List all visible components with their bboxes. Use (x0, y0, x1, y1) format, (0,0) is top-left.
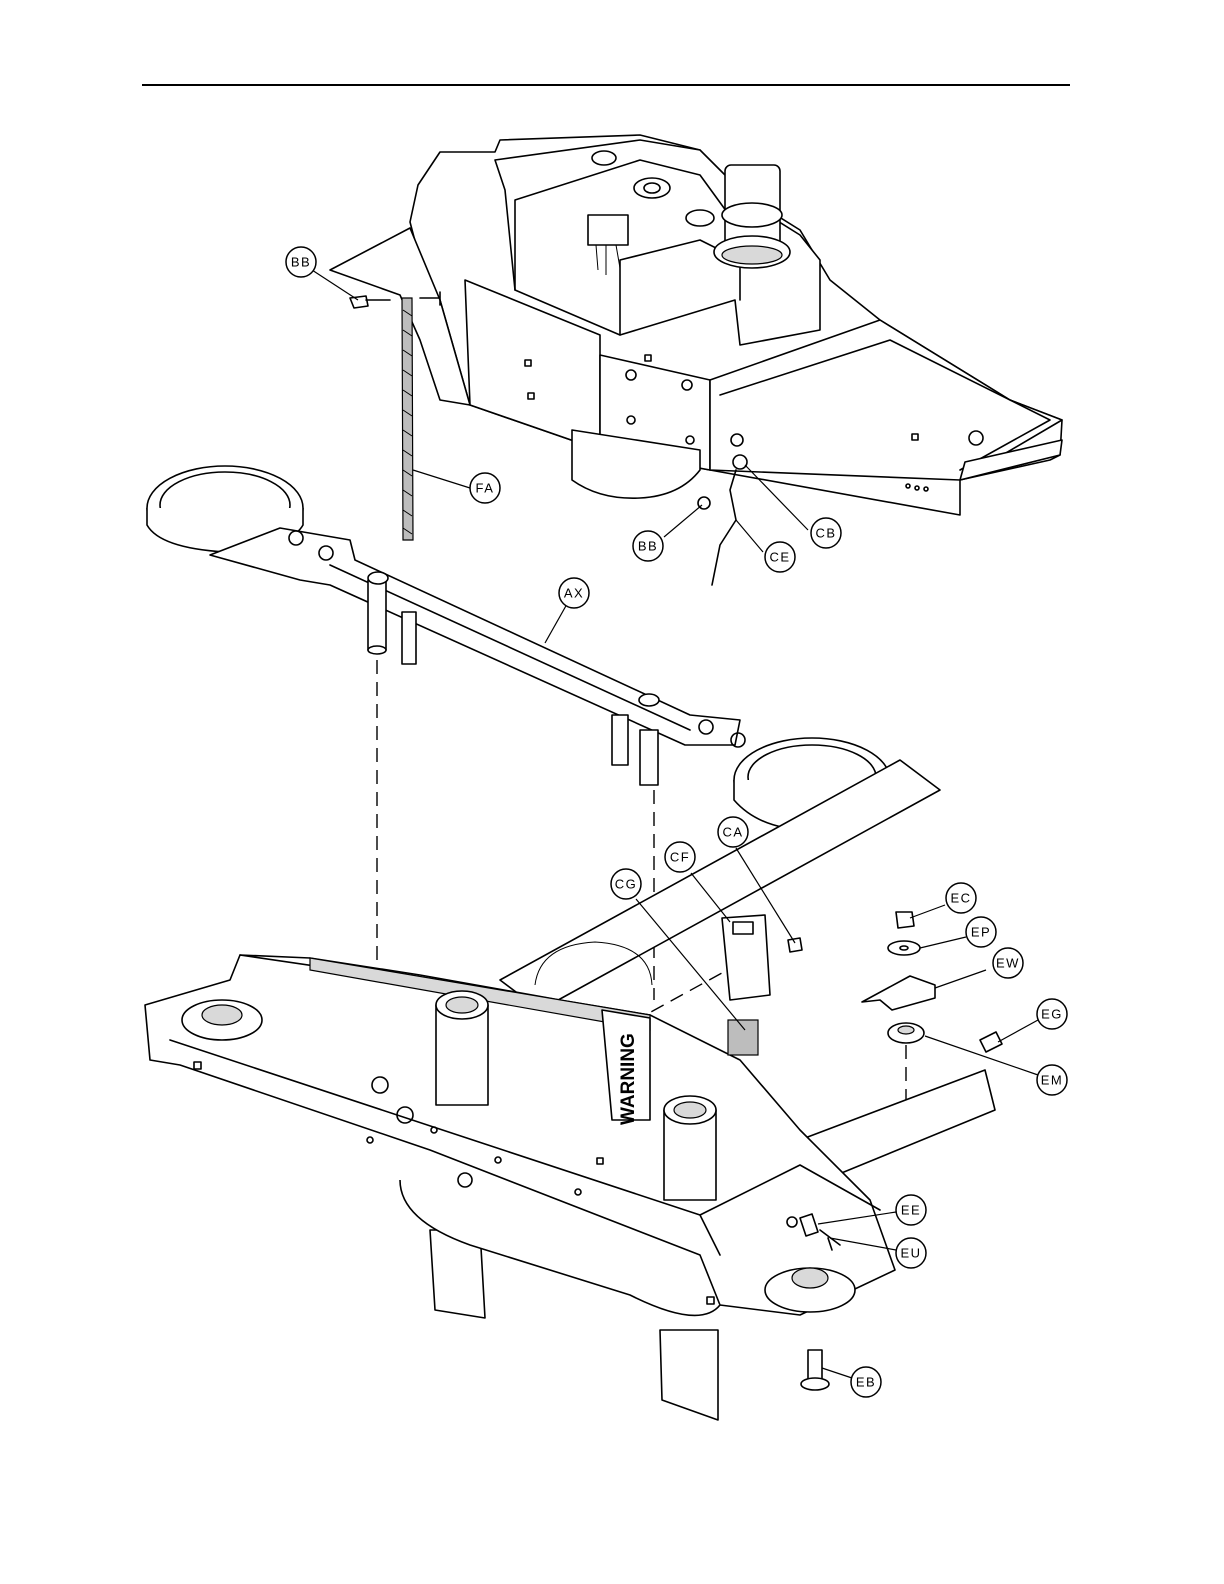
callout-eu: EU (896, 1238, 926, 1268)
callout-label: BB (638, 539, 658, 554)
upper-deck-assembly (330, 135, 1062, 515)
callout-label: CA (722, 825, 743, 840)
callout-bb-bottom: BB (633, 531, 663, 561)
callout-em: EM (1037, 1065, 1067, 1095)
callout-label: EG (1041, 1007, 1063, 1022)
callout-cb: CB (811, 518, 841, 548)
callout-label: EM (1041, 1073, 1064, 1088)
callout-label: CF (670, 850, 690, 865)
callout-ep: EP (966, 917, 996, 947)
callout-label: CG (615, 877, 638, 892)
callout-label: FA (476, 481, 495, 496)
callout-ew: EW (993, 948, 1023, 978)
ax-bracket-part (147, 466, 890, 830)
callout-ax: AX (559, 578, 589, 608)
callout-label: AX (564, 586, 584, 601)
callout-eb: EB (851, 1367, 881, 1397)
callout-fa: FA (470, 473, 500, 503)
callout-label: CB (815, 526, 836, 541)
callout-cg: CG (611, 869, 641, 899)
callout-eg: EG (1037, 999, 1067, 1029)
callout-label: CE (769, 550, 790, 565)
callout-ce: CE (765, 542, 795, 572)
callout-label: EC (950, 891, 971, 906)
callout-label: EU (900, 1246, 921, 1261)
warning-label: WARNING (618, 1033, 639, 1125)
callout-cf: CF (665, 842, 695, 872)
lower-frame-assembly: WARNING (145, 760, 995, 1420)
callout-ec: EC (946, 883, 976, 913)
callout-ca: CA (718, 817, 748, 847)
callout-label: EE (901, 1203, 921, 1218)
callout-label: BB (291, 255, 311, 270)
callout-label: EP (971, 925, 991, 940)
callout-label: EW (996, 956, 1020, 971)
chain-part (402, 298, 413, 540)
callout-label: EB (856, 1375, 876, 1390)
callout-bb-top: BB (286, 247, 316, 277)
callout-ee: EE (896, 1195, 926, 1225)
